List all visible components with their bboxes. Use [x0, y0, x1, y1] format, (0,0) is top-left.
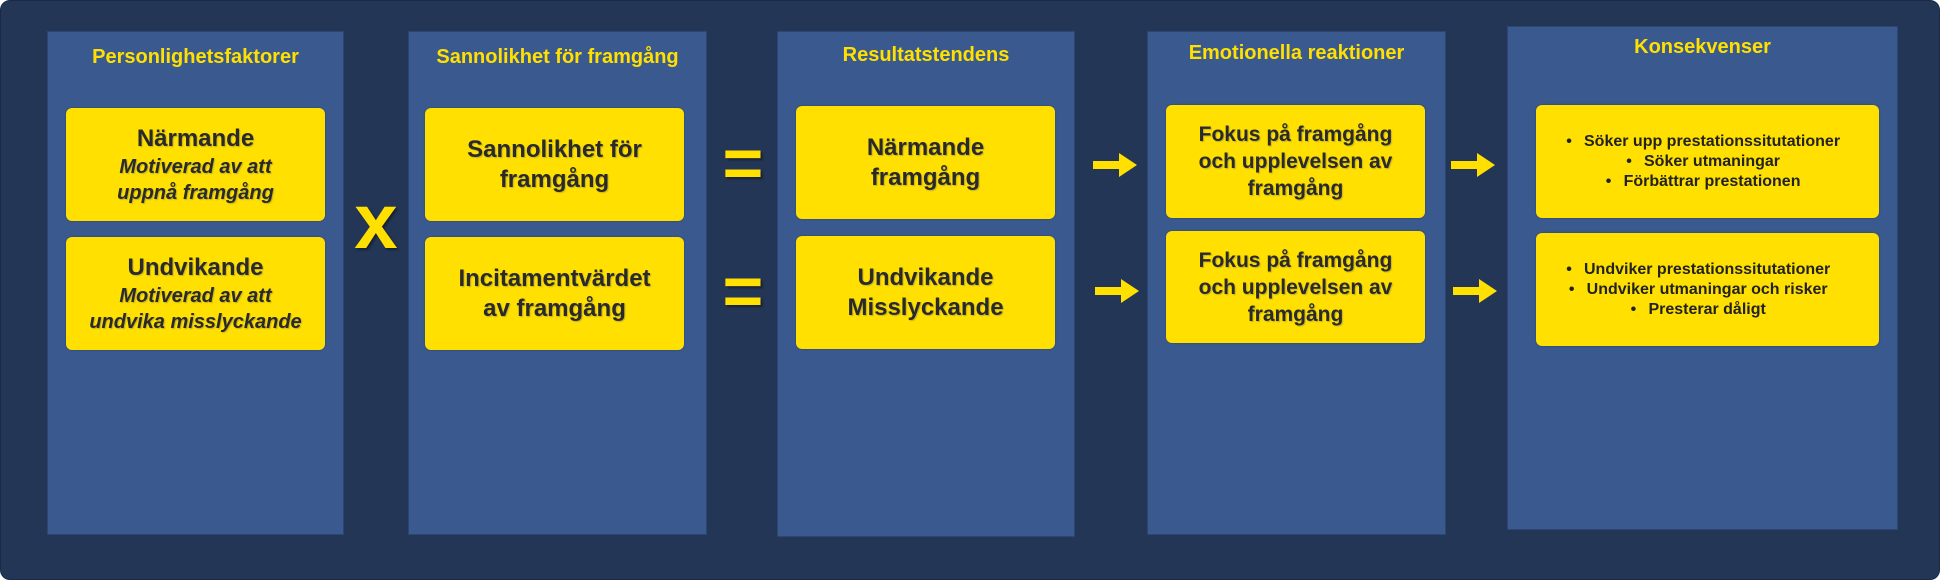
- box-approach: Närmande Motiverad av att uppnå framgång: [66, 108, 325, 221]
- box-consequences-approach: • Söker upp prestationssitutationer • Söke…: [1536, 105, 1879, 218]
- box-heading: Undvikande: [127, 253, 264, 281]
- box-heading: Närmande: [136, 124, 255, 152]
- column-title: Emotionella reaktioner: [1188, 42, 1405, 64]
- column-consequences: Konsekvenser • Söker upp prestationssitut…: [1507, 26, 1898, 530]
- equals-operator: =: [722, 252, 764, 330]
- arrow-right-icon: [1093, 153, 1137, 177]
- arrow-right-icon: [1453, 279, 1497, 303]
- list-item-text: Undviker prestationssitutationer: [1584, 260, 1831, 278]
- box-subtext: undvika misslyckande: [89, 310, 302, 333]
- box-consequences-avoidance: • Undviker prestationssitutationer • Undvi…: [1536, 233, 1879, 346]
- list-item: • Förbättrar prestationen: [1554, 172, 1840, 192]
- box-approach-success: Närmande framgång: [796, 106, 1055, 219]
- multiply-operator: x: [354, 177, 398, 265]
- bullet-marker: •: [1566, 260, 1572, 278]
- bullet-marker: •: [1566, 132, 1572, 150]
- list-item-text: Söker upp prestationssitutationer: [1584, 132, 1841, 150]
- box-line: Incitamentvärdet: [458, 264, 651, 292]
- box-emotion-approach: Fokus på framgång och upplevelsen av fra…: [1166, 105, 1425, 218]
- column-emotional: Emotionella reaktioner Fokus på framgång…: [1147, 31, 1446, 535]
- column-tendency: Resultatstendens Närmande framgång Undvi…: [777, 31, 1075, 537]
- box-line: Fokus på framgång: [1198, 248, 1393, 272]
- box-line: framgång: [1247, 177, 1344, 200]
- bullet-list: • Söker upp prestationssitutationer • Söke…: [1554, 132, 1840, 192]
- box-probability: Sannolikhet för framgång: [425, 108, 684, 221]
- bullet-marker: •: [1568, 280, 1575, 298]
- box-line: framgång: [1247, 302, 1344, 326]
- list-item-text: Presterar dåligt: [1648, 300, 1766, 318]
- arrow-right-icon: [1451, 153, 1495, 177]
- box-line: av framgång: [483, 294, 626, 322]
- list-item: • Presterar dåligt: [1554, 300, 1830, 320]
- list-item-text: Förbättrar prestationen: [1623, 172, 1801, 190]
- box-subtext: uppnå framgång: [117, 181, 274, 204]
- arrow-right-icon: [1095, 279, 1139, 303]
- box-emotion-avoidance: Fokus på framgång och upplevelsen av fra…: [1166, 231, 1425, 343]
- box-line: Fokus på framgång: [1198, 123, 1393, 146]
- box-line: och upplevelsen av: [1198, 275, 1393, 299]
- column-personality: Personlighetsfaktorer Närmande Motiverad…: [47, 31, 344, 535]
- box-subtext: Motiverad av att: [119, 155, 272, 178]
- box-line: och upplevelsen av: [1198, 150, 1393, 173]
- list-item: • Söker utmaningar: [1554, 152, 1840, 172]
- box-line: Sannolikhet för: [467, 135, 642, 163]
- list-item: • Undviker prestationssitutationer: [1554, 260, 1830, 280]
- column-title: Konsekvenser: [1634, 36, 1771, 58]
- bullet-list: • Undviker prestationssitutationer • Undvi…: [1554, 260, 1830, 320]
- column-title: Personlighetsfaktorer: [92, 46, 299, 68]
- box-line: Undvikande: [857, 263, 994, 291]
- list-item: • Undviker utmaningar och risker: [1554, 280, 1830, 300]
- column-title: Sannolikhet för framgång: [436, 46, 679, 68]
- box-line: framgång: [870, 163, 981, 191]
- bullet-marker: •: [1630, 300, 1637, 318]
- bullet-marker: •: [1626, 152, 1632, 170]
- list-item-text: Söker utmaningar: [1644, 152, 1781, 170]
- list-item-text: Undviker utmaningar och risker: [1586, 280, 1828, 298]
- box-line: framgång: [499, 165, 610, 193]
- bullet-marker: •: [1605, 172, 1612, 190]
- box-subtext: Motiverad av att: [119, 284, 272, 307]
- box-line: Närmande: [866, 133, 985, 161]
- box-avoid-failure: Undvikande Misslyckande: [796, 236, 1055, 349]
- list-item: • Söker upp prestationssitutationer: [1554, 132, 1840, 152]
- box-incentive: Incitamentvärdet av framgång: [425, 237, 684, 350]
- equals-operator: =: [722, 124, 764, 202]
- column-probability: Sannolikhet för framgång Sannolikhet för…: [408, 31, 707, 535]
- box-line: Misslyckande: [847, 293, 1004, 321]
- column-title: Resultatstendens: [842, 44, 1010, 66]
- box-avoidance: Undvikande Motiverad av att undvika miss…: [66, 237, 325, 350]
